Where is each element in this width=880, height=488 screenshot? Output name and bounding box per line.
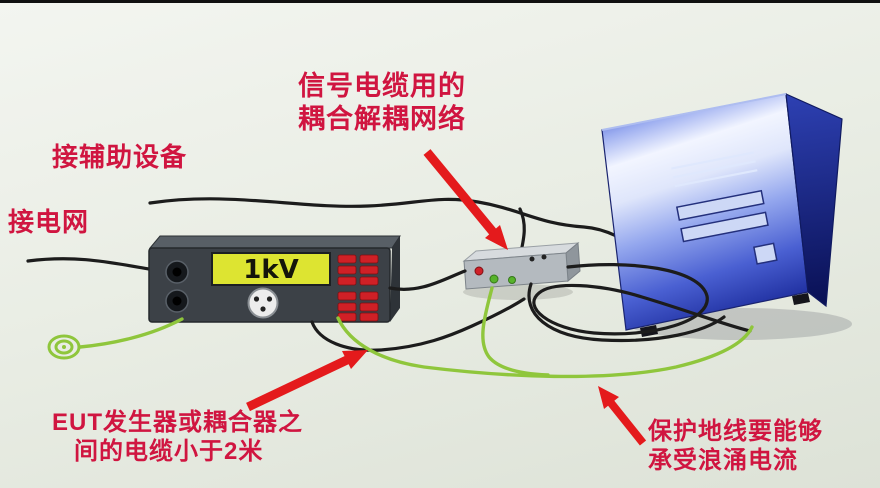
generator-buttons-upper xyxy=(337,254,379,286)
generator-display: 1kV xyxy=(243,255,299,285)
power-button-icon xyxy=(753,242,778,265)
vent-slot-icon xyxy=(674,169,758,188)
ground-wire-coil xyxy=(47,334,81,360)
green-connector-icon xyxy=(508,276,516,284)
vent-slot-icon xyxy=(671,151,755,170)
label-earth-line2: 承受浪涌电流 xyxy=(648,447,798,475)
coil-outer xyxy=(47,334,81,360)
generator-to-coupling-cable xyxy=(388,269,467,291)
generator-button xyxy=(359,254,379,264)
generator-bottom-cable xyxy=(310,297,526,352)
generator-button xyxy=(359,276,379,286)
socket-hole xyxy=(253,296,260,302)
generator-button xyxy=(359,265,379,275)
generator-button xyxy=(337,276,357,286)
drive-bay-icon xyxy=(675,189,765,221)
arrow-to-eut-cable xyxy=(246,350,368,412)
coupling-decoupling-network-box xyxy=(462,241,581,300)
generator-button xyxy=(359,291,379,301)
label-eut-line2: 间的电缆小于2米 xyxy=(74,438,264,466)
red-connector-icon xyxy=(474,266,484,276)
generator-buttons-lower xyxy=(337,291,379,322)
earth-wire-to-coil xyxy=(78,317,184,349)
socket-hole xyxy=(266,296,273,302)
label-coupling-line1: 信号电缆用的 xyxy=(298,71,466,101)
earth-wires xyxy=(47,286,754,379)
generator-lcd xyxy=(211,252,331,286)
cable-loop-2 xyxy=(527,282,726,343)
generator-button xyxy=(337,265,357,275)
computer-side-panel xyxy=(785,93,843,308)
connector-dot xyxy=(529,256,535,262)
annotation-arrows xyxy=(246,149,647,446)
knob-center xyxy=(172,267,182,277)
socket-earth-pin xyxy=(260,306,266,312)
computer-top-edge xyxy=(601,93,787,131)
label-earth-line1: 保护地线要能够 xyxy=(648,418,823,445)
label-coupling-line2: 耦合解耦网络 xyxy=(298,103,466,134)
label-aux-equipment: 接辅助设备 xyxy=(52,142,188,172)
computer-front-details xyxy=(671,151,778,265)
generator-button xyxy=(359,312,379,322)
arrow-head-icon xyxy=(598,386,619,409)
arrow-to-coupling-network xyxy=(423,149,508,250)
connector-dot xyxy=(541,254,547,260)
arrow-shaft xyxy=(246,354,351,412)
computer-foot xyxy=(792,293,810,305)
label-eut-cable: EUT发生器或耦合器之 间的电缆小于2米 xyxy=(52,408,303,467)
arrow-shaft xyxy=(423,149,497,235)
green-connector-icon xyxy=(489,274,499,284)
generator-button xyxy=(337,302,357,312)
slide-top-border xyxy=(0,0,880,3)
coil-inner xyxy=(54,339,74,355)
arrow-head-icon xyxy=(342,350,368,369)
signal-cable-branch xyxy=(518,207,526,254)
computer-tower xyxy=(601,93,852,340)
generator-button xyxy=(337,254,357,264)
socket-icon xyxy=(247,287,279,319)
arrow-head-icon xyxy=(485,225,508,250)
generator-button xyxy=(359,302,379,312)
drive-bay-icon xyxy=(680,211,769,243)
knob-center xyxy=(172,296,182,306)
earth-wire-coupling xyxy=(481,286,550,377)
vent-slot-icon xyxy=(672,160,756,179)
generator-button xyxy=(337,291,357,301)
generator-side-face xyxy=(390,236,400,322)
cable-loop-1 xyxy=(532,263,752,336)
generator-top-face xyxy=(148,235,401,249)
mains-cable xyxy=(26,257,151,271)
cables-front xyxy=(310,263,752,352)
coil-center xyxy=(62,345,66,349)
label-eut-line1: EUT发生器或耦合器之 xyxy=(52,409,303,436)
arrow-to-earth-wire xyxy=(598,386,647,446)
label-earth-wire: 保护地线要能够 承受浪涌电流 xyxy=(648,417,823,476)
label-mains: 接电网 xyxy=(8,207,90,237)
arrow-shaft xyxy=(607,400,647,446)
surge-generator: 1kV xyxy=(148,235,401,323)
label-coupling-network: 信号电缆用的 耦合解耦网络 xyxy=(298,70,466,136)
